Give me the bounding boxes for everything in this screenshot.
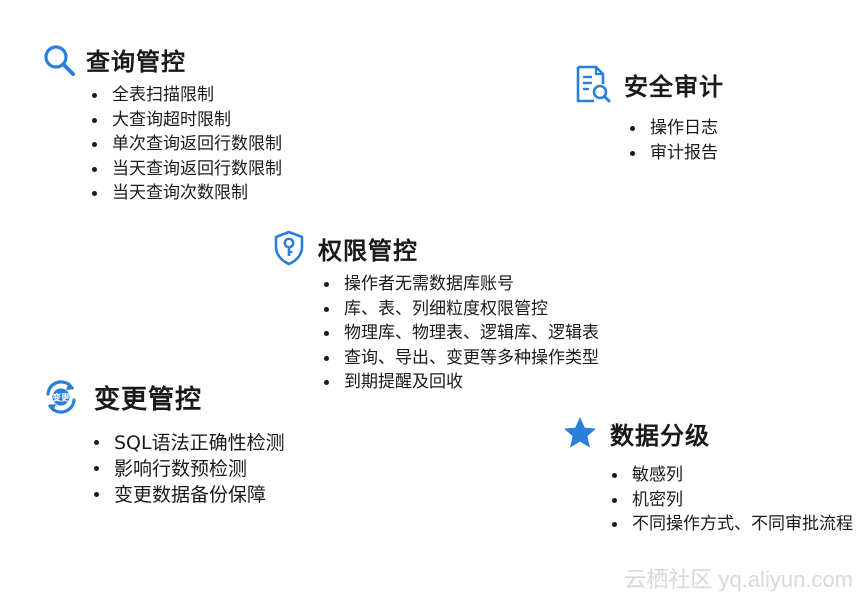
list-item: 单次查询返回行数限制 — [88, 132, 282, 157]
data-grading-list: 敏感列 机密列 不同操作方式、不同审批流程 — [608, 463, 854, 537]
list-item: 大查询超时限制 — [88, 108, 282, 133]
list-item: 当天查询次数限制 — [88, 181, 282, 206]
change-control-title: 变更管控 — [94, 384, 203, 415]
change-control-list: SQL语法正确性检测 影响行数预检测 变更数据备份保障 — [90, 430, 285, 508]
watermark: 云栖社区 yq.aliyun.com — [624, 567, 853, 592]
list-item: 到期提醒及回收 — [320, 370, 599, 395]
permission-control-header: 权限管控 — [272, 230, 599, 266]
security-audit-header: 安全审计 — [572, 64, 724, 104]
list-item: 影响行数预检测 — [90, 456, 285, 482]
query-control-title: 查询管控 — [86, 48, 186, 76]
audit-document-icon — [572, 64, 612, 104]
list-item: 机密列 — [608, 488, 854, 513]
list-item: 物理库、物理表、逻辑库、逻辑表 — [320, 321, 599, 346]
data-grading-header: 数据分级 — [562, 415, 854, 451]
security-audit-section: 安全审计 操作日志 审计报告 — [572, 64, 724, 165]
list-item: 操作者无需数据库账号 — [320, 272, 599, 297]
refresh-change-icon: 变更 — [42, 378, 80, 416]
list-item: 查询、导出、变更等多种操作类型 — [320, 346, 599, 371]
permission-control-list: 操作者无需数据库账号 库、表、列细粒度权限管控 物理库、物理表、逻辑库、逻辑表 … — [320, 272, 599, 395]
security-audit-title: 安全审计 — [624, 72, 724, 101]
list-item: 变更数据备份保障 — [90, 482, 285, 508]
query-control-list: 全表扫描限制 大查询超时限制 单次查询返回行数限制 当天查询返回行数限制 当天查… — [88, 83, 282, 206]
list-item: 库、表、列细粒度权限管控 — [320, 297, 599, 322]
security-audit-list: 操作日志 审计报告 — [626, 116, 724, 165]
data-grading-title: 数据分级 — [610, 421, 710, 450]
list-item: 不同操作方式、不同审批流程 — [608, 512, 854, 537]
data-grading-section: 数据分级 敏感列 机密列 不同操作方式、不同审批流程 — [562, 415, 854, 537]
list-item: 操作日志 — [626, 116, 724, 141]
shield-key-icon — [272, 230, 306, 266]
query-control-header: 查询管控 — [42, 42, 282, 77]
refresh-change-icon-label: 变更 — [52, 393, 70, 404]
permission-control-section: 权限管控 操作者无需数据库账号 库、表、列细粒度权限管控 物理库、物理表、逻辑库… — [272, 230, 599, 395]
list-item: SQL语法正确性检测 — [90, 430, 285, 456]
star-icon — [562, 415, 598, 451]
permission-control-title: 权限管控 — [318, 236, 418, 265]
change-control-header: 变更 变更管控 — [42, 378, 285, 416]
list-item: 审计报告 — [626, 141, 724, 166]
query-control-section: 查询管控 全表扫描限制 大查询超时限制 单次查询返回行数限制 当天查询返回行数限… — [42, 42, 282, 206]
change-control-section: 变更 变更管控 SQL语法正确性检测 影响行数预检测 变更数据备份保障 — [42, 378, 285, 508]
search-icon — [42, 43, 76, 77]
list-item: 敏感列 — [608, 463, 854, 488]
list-item: 当天查询返回行数限制 — [88, 157, 282, 182]
list-item: 全表扫描限制 — [88, 83, 282, 108]
